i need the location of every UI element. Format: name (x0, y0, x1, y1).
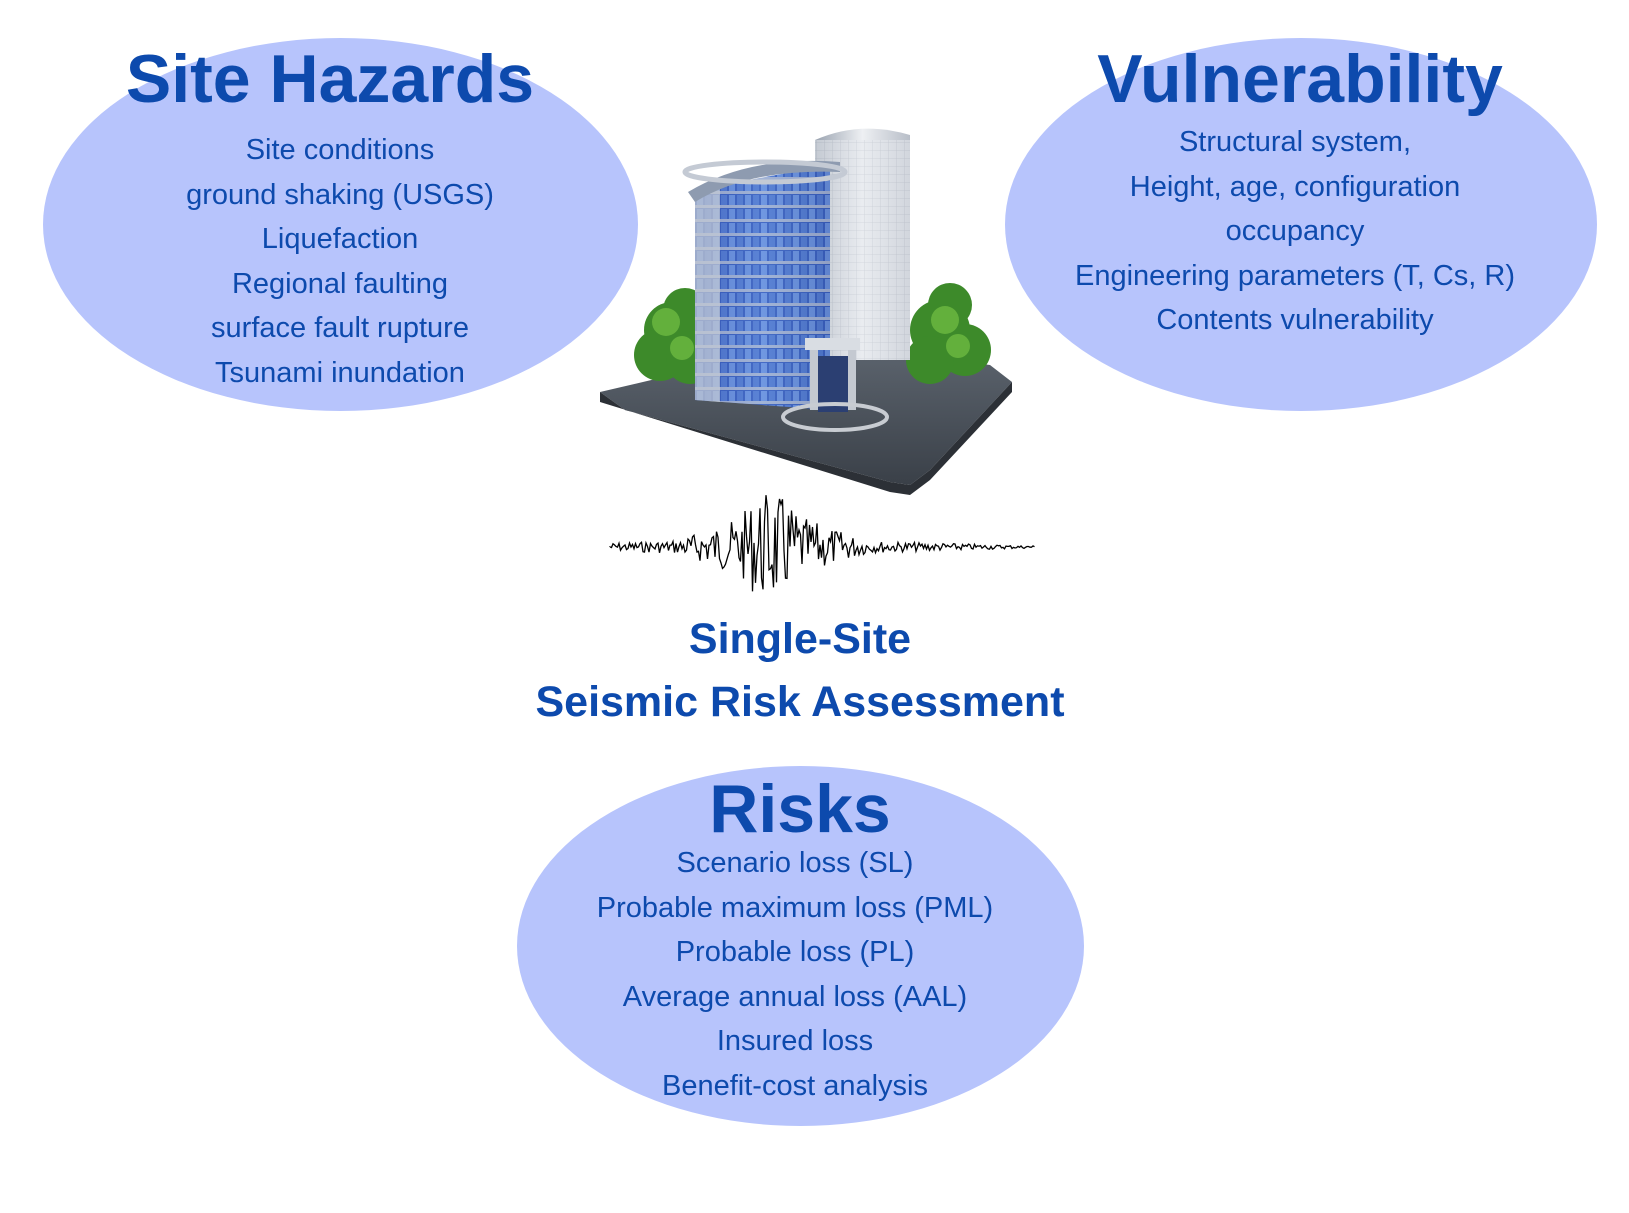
list-item: Liquefaction (261, 223, 419, 255)
list-item: Contents vulnerability (1156, 304, 1434, 336)
list-item: Height, age, configuration (1129, 170, 1461, 203)
list-item: Engineering parameters (T, Cs, R) (1075, 259, 1515, 292)
office-building-illustration (600, 128, 1012, 495)
list-item: Site conditions (245, 134, 435, 166)
vulnerability-list: Structural system, Height, age, configur… (1030, 120, 1560, 343)
list-item: Scenario loss (SL) (676, 847, 914, 879)
list-item: Structural system, (1178, 126, 1412, 158)
list-item: Regional faulting (231, 267, 449, 300)
risks-title: Risks (709, 771, 891, 847)
list-item: Insured loss (716, 1025, 874, 1057)
list-item: Probable maximum loss (PML) (596, 891, 994, 924)
list-item: occupancy (1225, 215, 1365, 247)
risks-ellipse (517, 766, 1084, 1126)
site-hazards-title: Site Hazards (125, 41, 535, 117)
list-item: surface fault rupture (211, 312, 469, 344)
vulnerability-title: Vulnerability (1097, 41, 1503, 117)
list-item: ground shaking (USGS) (186, 178, 494, 211)
site-hazards-list: Site conditions ground shaking (USGS) Li… (120, 128, 560, 395)
site-hazards-ellipse (43, 38, 638, 411)
center-title-line2: Seismic Risk Assessment (535, 678, 1065, 726)
list-item: Average annual loss (AAL) (622, 980, 968, 1013)
center-title-line1: Single-Site (688, 615, 912, 663)
vulnerability-ellipse (1005, 38, 1597, 411)
risks-list: Scenario loss (SL) Probable maximum loss… (560, 841, 1030, 1108)
list-item: Probable loss (PL) (675, 936, 915, 968)
seismogram-waveform (609, 495, 1035, 592)
list-item: Benefit-cost analysis (662, 1069, 928, 1102)
list-item: Tsunami inundation (215, 356, 465, 389)
